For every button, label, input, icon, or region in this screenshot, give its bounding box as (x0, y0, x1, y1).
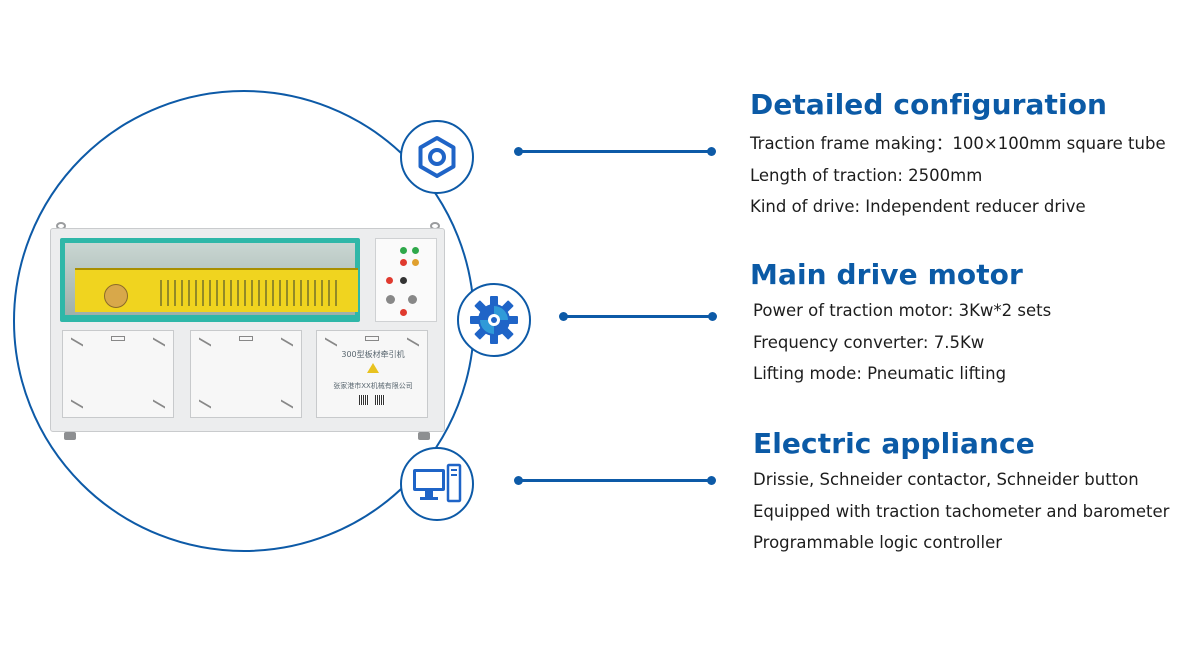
section-electric-appliance: Electric appliance Drissie, Schneider co… (753, 427, 1169, 559)
door-title-label: 300型板材牵引机 (341, 350, 405, 359)
motor-icon-badge (457, 283, 531, 357)
connector-electric (514, 476, 716, 485)
section-line: Lifting mode: Pneumatic lifting (753, 364, 1007, 383)
qr-code-icon (375, 395, 385, 405)
section-main-drive-motor: Main drive motor Power of traction motor… (750, 258, 1051, 390)
section-title: Main drive motor (750, 258, 1023, 291)
traction-machine-image: 300型板材牵引机 张家港市XX机械有限公司 (50, 222, 445, 442)
section-line: Kind of drive: Independent reducer drive (750, 197, 1086, 216)
machine-foot (418, 432, 430, 440)
connector-motor (559, 312, 717, 321)
section-line: Frequency converter: 7.5Kw (753, 332, 985, 352)
section-line: Length of traction: 2500mm (750, 165, 983, 185)
section-line: Power of traction motor: 3Kw*2 sets (753, 301, 1052, 320)
section-line: Equipped with traction tachometer and ba… (753, 501, 1170, 521)
section-title: Electric appliance (753, 427, 1035, 460)
gear-icon (470, 296, 518, 344)
cabinet-door (190, 330, 302, 418)
electric-icon-badge (400, 447, 474, 521)
control-panel (375, 238, 437, 322)
section-title: Detailed configuration (750, 88, 1108, 121)
traction-track (160, 280, 340, 306)
section-line: Drissie, Schneider contactor, Schneider … (753, 470, 1139, 489)
qr-code-icon (359, 395, 369, 405)
hexagon-nut-icon (418, 136, 456, 178)
cabinet-door-labeled: 300型板材牵引机 张家港市XX机械有限公司 (316, 330, 428, 418)
connector-configuration (514, 147, 716, 156)
configuration-icon-badge (400, 120, 474, 194)
company-label: 张家港市XX机械有限公司 (333, 382, 413, 390)
computer-icon (413, 463, 462, 503)
traction-roller (104, 284, 128, 308)
cabinet-door (62, 330, 174, 418)
warning-icon (367, 363, 379, 373)
machine-foot (64, 432, 76, 440)
section-line: Traction frame making：100×100mm square t… (750, 134, 1166, 153)
section-line: Programmable logic controller (753, 533, 1003, 552)
section-detailed-configuration: Detailed configuration Traction frame ma… (750, 88, 1166, 223)
